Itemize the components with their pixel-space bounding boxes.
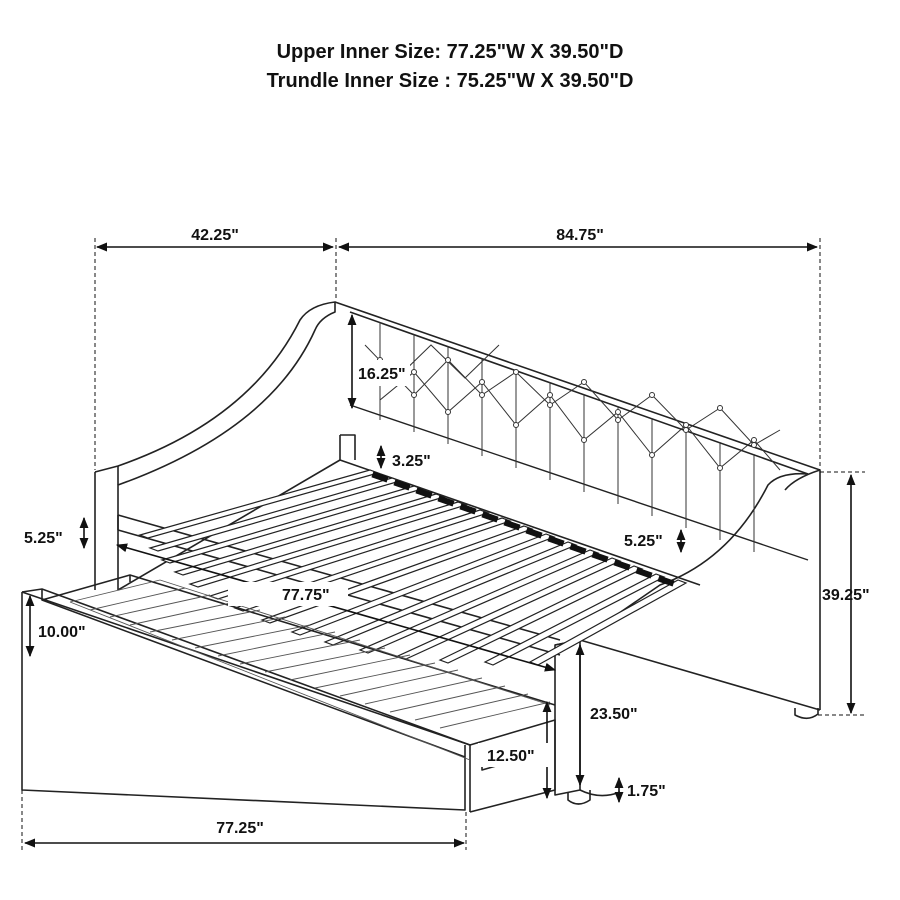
right-arm <box>554 469 821 710</box>
tufted-backrest <box>349 322 809 561</box>
label-trundle-height: 10.00" <box>38 624 86 641</box>
left-arm <box>94 301 336 590</box>
label-back-height: 16.25" <box>358 366 406 383</box>
label-leg-height: 1.75" <box>627 783 666 800</box>
dimension-labels: 42.25" 84.75" 16.25" 3.25" 5.25" 5.25" 7… <box>24 227 870 837</box>
label-rear-rail-height: 5.25" <box>624 533 663 550</box>
label-arm-depth: 42.25" <box>191 227 239 244</box>
label-arm-height: 23.50" <box>590 706 638 723</box>
dim-inner-length-line <box>115 543 557 672</box>
label-overall-length: 84.75" <box>556 227 604 244</box>
label-front-rail-height: 5.25" <box>24 530 63 547</box>
right-arm-front <box>554 639 581 796</box>
upper-inner-size-title: Upper Inner Size: 77.25"W X 39.50"D <box>276 41 624 63</box>
label-overall-height: 39.25" <box>822 587 870 604</box>
label-trundle-clearance: 12.50" <box>487 748 535 765</box>
label-back-slat-gap: 3.25" <box>392 453 431 470</box>
trundle-inner-size-title: Trundle Inner Size : 75.25"W X 39.50"D <box>266 70 634 92</box>
upper-slats <box>138 469 688 666</box>
label-inner-length: 77.75" <box>282 587 330 604</box>
label-trundle-length: 77.25" <box>216 820 264 837</box>
right-leg <box>567 790 591 805</box>
slat-brackets <box>371 471 675 587</box>
